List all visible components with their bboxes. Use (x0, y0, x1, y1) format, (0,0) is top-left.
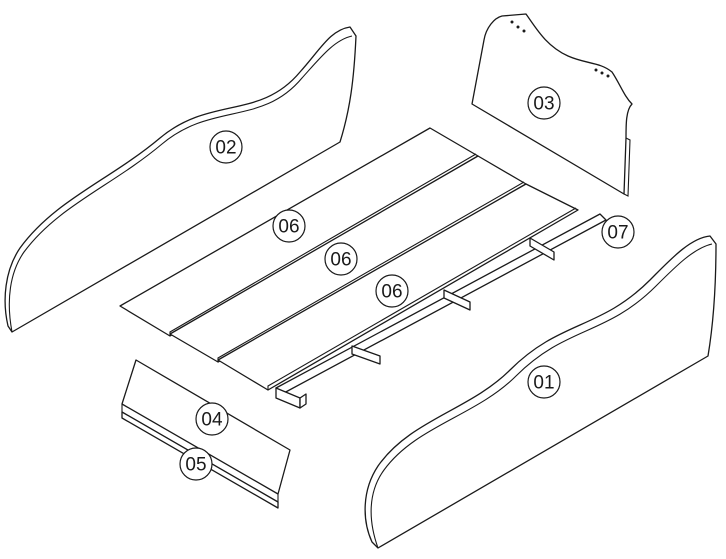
callout-06-top-label: 06 (278, 217, 299, 238)
callout-03-label: 03 (533, 94, 554, 115)
callout-02: 02 (209, 130, 243, 164)
callout-01: 01 (527, 365, 561, 399)
callout-05-label: 05 (185, 455, 206, 476)
callout-02-label: 02 (215, 138, 236, 159)
callout-07-label: 07 (607, 223, 628, 244)
callout-03: 03 (527, 86, 561, 120)
side-panel-02 (4, 26, 357, 333)
callout-06-top: 06 (272, 209, 306, 243)
callout-06-middle-label: 06 (330, 250, 351, 271)
callout-07: 07 (601, 215, 635, 249)
callout-01-label: 01 (533, 373, 554, 394)
callout-05: 05 (179, 447, 213, 481)
callout-04: 04 (195, 402, 229, 436)
callout-04-label: 04 (201, 410, 223, 431)
callout-06-middle: 06 (324, 242, 358, 276)
support-beam-07 (275, 213, 607, 409)
callout-06-bottom: 06 (375, 274, 409, 308)
callout-06-bottom-label: 06 (381, 282, 402, 303)
